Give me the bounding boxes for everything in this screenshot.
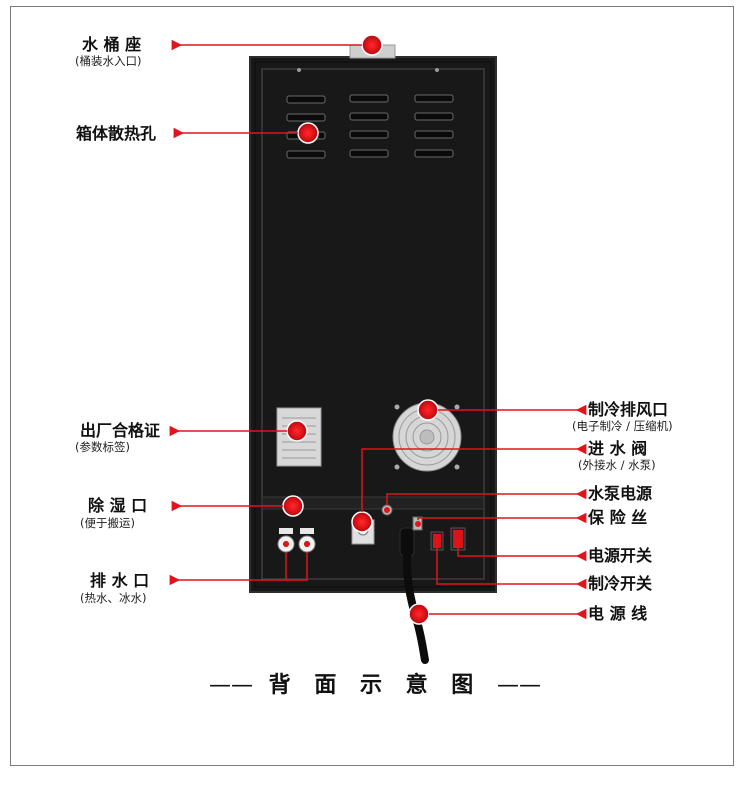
- label-bucket-seat: 水 桶 座: [82, 35, 142, 54]
- label-certificate: 出厂合格证: [80, 421, 161, 440]
- diagram-caption: —— 背 面 示 意 图 ——: [195, 675, 555, 697]
- image-frame: [10, 6, 734, 766]
- vent-slots: [286, 94, 454, 159]
- label-dehumid-port: 除 湿 口: [88, 496, 148, 515]
- label-vent-holes: 箱体散热孔: [76, 124, 157, 143]
- label-power-switch: 电源开关: [588, 546, 653, 565]
- label-cooling-switch: 制冷开关: [588, 574, 653, 593]
- label-pump-power: 水泵电源: [588, 484, 653, 503]
- label-drain-port-sub: (热水、冰水): [80, 591, 147, 605]
- red-marker-icon: [282, 34, 439, 625]
- label-fuse: 保 险 丝: [588, 508, 648, 527]
- label-cooling-exhaust: 制冷排风口: [588, 400, 669, 419]
- label-certificate-sub: (参数标签): [75, 440, 130, 454]
- label-dehumid-port-sub: (便于搬运): [80, 516, 135, 530]
- fan-grille-icon: [392, 402, 462, 472]
- caption-dash-left: ——: [209, 673, 253, 698]
- screw-icon: [297, 68, 301, 72]
- caption-dash-right: ——: [496, 673, 541, 698]
- label-drain-port: 排 水 口: [90, 571, 150, 590]
- red-marker-small-icon: [283, 507, 461, 547]
- label-bucket-seat-sub: (桶装水入口): [75, 54, 142, 68]
- label-inlet-valve: 进 水 阀: [588, 439, 648, 458]
- leader-lines: [169, 39, 587, 620]
- power-cord: [399, 527, 429, 664]
- screw-icon: [435, 68, 439, 72]
- caption-text: 背 面 示 意 图: [268, 673, 482, 698]
- label-power-cord: 电 源 线: [588, 604, 648, 623]
- label-cooling-exhaust-sub: (电子制冷 / 压缩机): [572, 419, 673, 433]
- label-inlet-valve-sub: (外接水 / 水泵): [578, 458, 656, 472]
